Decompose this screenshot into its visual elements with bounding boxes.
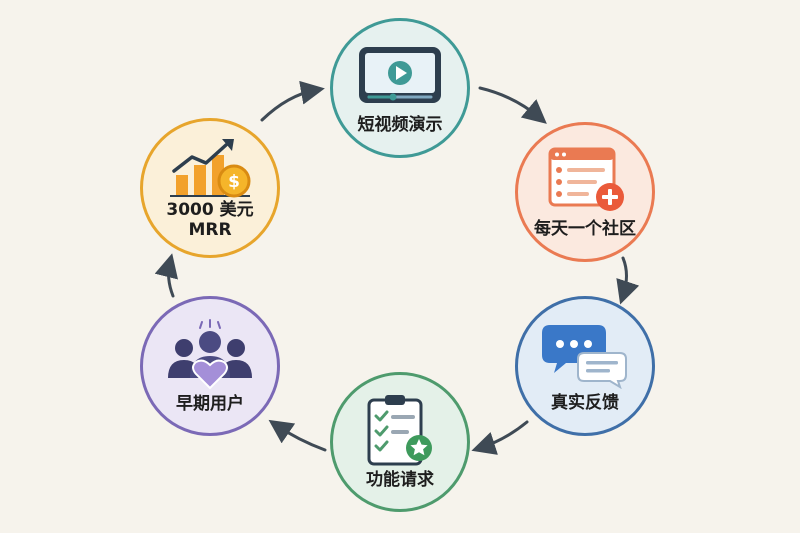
chat-bubbles-icon	[542, 324, 627, 389]
node-feedback: 真实反馈	[515, 296, 655, 436]
video-player-icon	[359, 46, 441, 103]
node-community: 每天一个社区	[515, 122, 655, 262]
arrow-video-to-community	[478, 86, 547, 124]
node-label: 功能请求	[366, 469, 434, 490]
node-label-line1: 3000 美元	[166, 200, 254, 221]
growth-chart-coin-icon: $	[170, 139, 251, 198]
browser-window-plus-icon	[548, 147, 624, 211]
node-mrr: $ 3000 美元 MRR	[140, 118, 280, 258]
checklist-clipboard-star-icon	[367, 394, 432, 466]
arrow-feedback-to-feature	[471, 420, 529, 455]
arrow-users-to-mrr	[154, 253, 179, 298]
node-label: 每天一个社区	[534, 218, 636, 239]
arrow-community-to-feedback	[616, 256, 640, 305]
arrow-mrr-to-video	[260, 80, 325, 122]
node-feature-request: 功能请求	[330, 372, 470, 512]
node-label: 真实反馈	[551, 392, 619, 413]
node-label: 短视频演示	[357, 114, 443, 135]
user-group-heart-icon	[168, 318, 252, 390]
svg-text:$: $	[228, 172, 240, 192]
node-label: 早期用户	[176, 393, 244, 414]
node-label-line2: MRR	[188, 220, 232, 240]
node-video-demo: 短视频演示	[330, 18, 470, 158]
arrow-feature-to-users	[268, 419, 327, 452]
node-early-users: 早期用户	[140, 296, 280, 436]
